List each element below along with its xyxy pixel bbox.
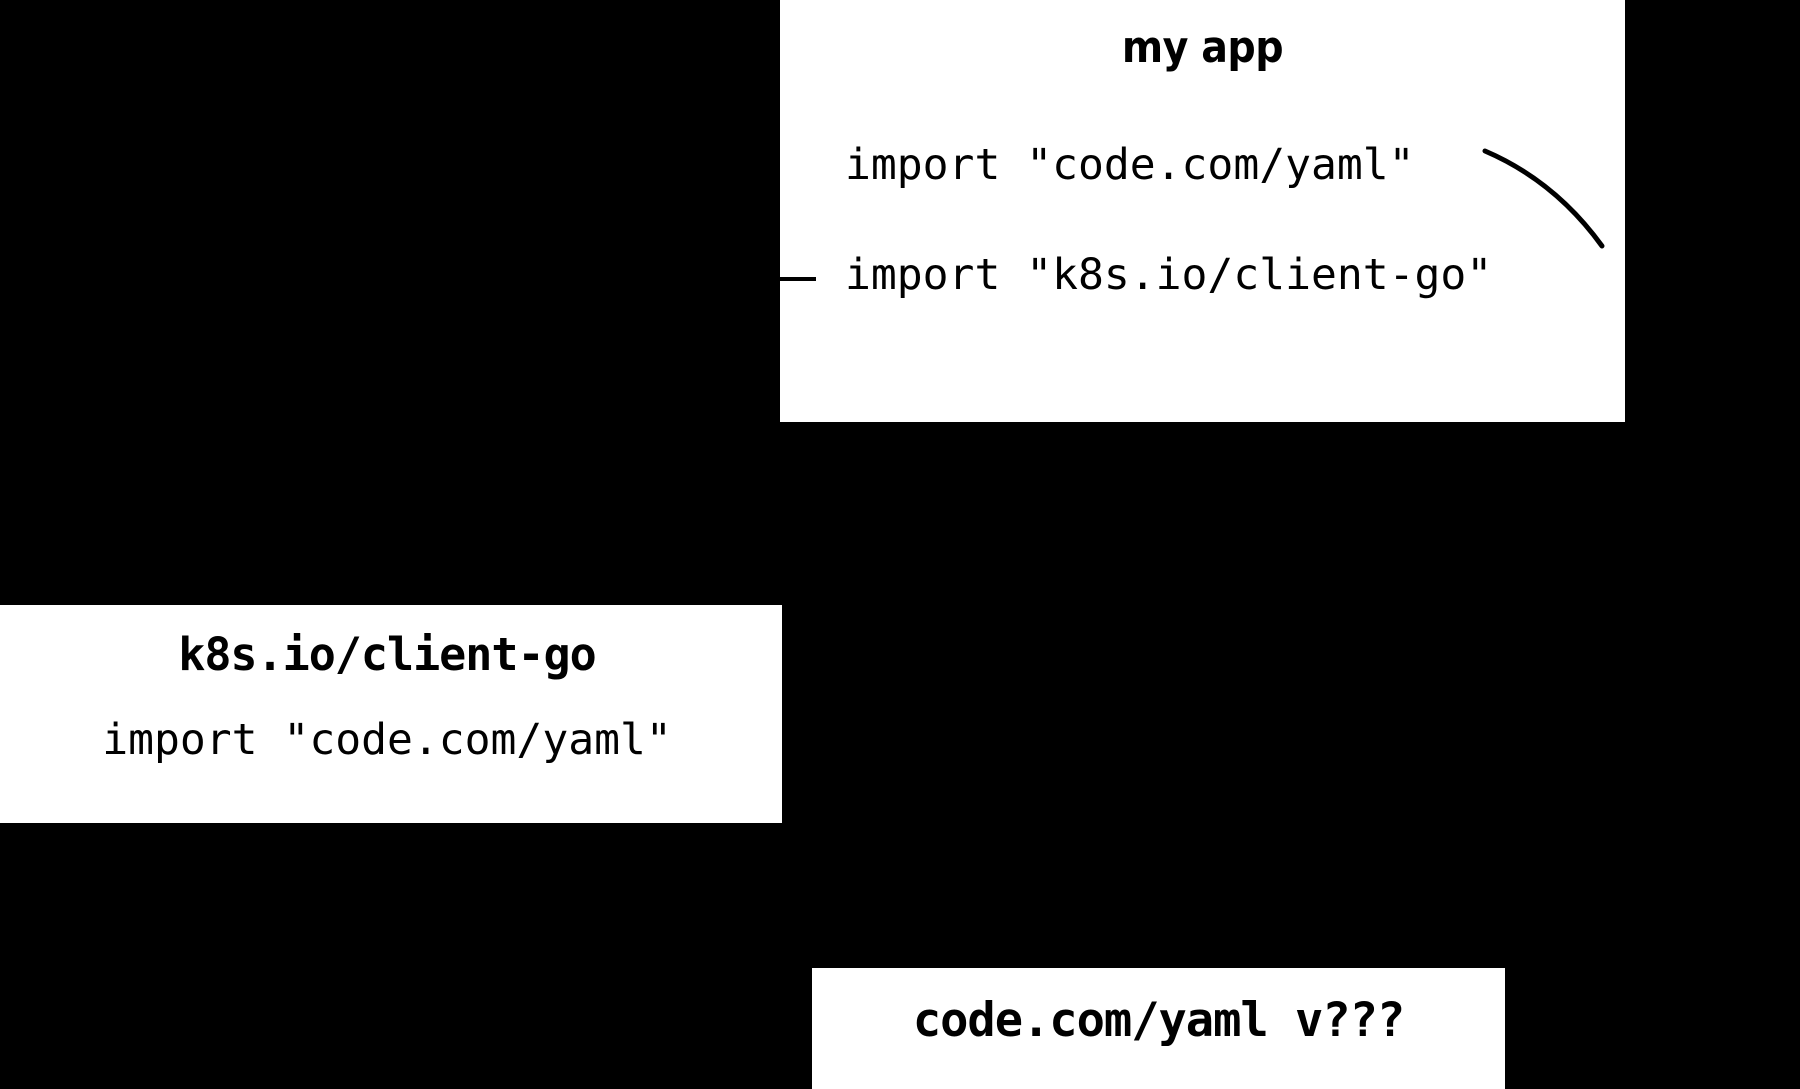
node-code-com-yaml-version[interactable]: code.com/yaml v??? bbox=[812, 968, 1505, 1089]
node-my-app[interactable]: my app import "code.com/yaml" import "k8… bbox=[780, 0, 1625, 422]
node-my-app-title: my app bbox=[1121, 22, 1284, 73]
edge-curve-to-yaml-icon bbox=[1482, 148, 1605, 249]
node-client-go-import-code-com-yaml: import "code.com/yaml" bbox=[102, 715, 672, 765]
edge-stub-to-client-go-icon bbox=[780, 277, 816, 281]
node-yaml-version-title: code.com/yaml v??? bbox=[912, 993, 1405, 1048]
node-client-go-title: k8s.io/client-go bbox=[178, 628, 596, 681]
node-my-app-import-code-com-yaml: import "code.com/yaml" bbox=[845, 140, 1415, 190]
node-my-app-import-k8s-io-client-go: import "k8s.io/client-go" bbox=[845, 250, 1493, 300]
node-k8s-io-client-go[interactable]: k8s.io/client-go import "code.com/yaml" bbox=[0, 605, 782, 823]
